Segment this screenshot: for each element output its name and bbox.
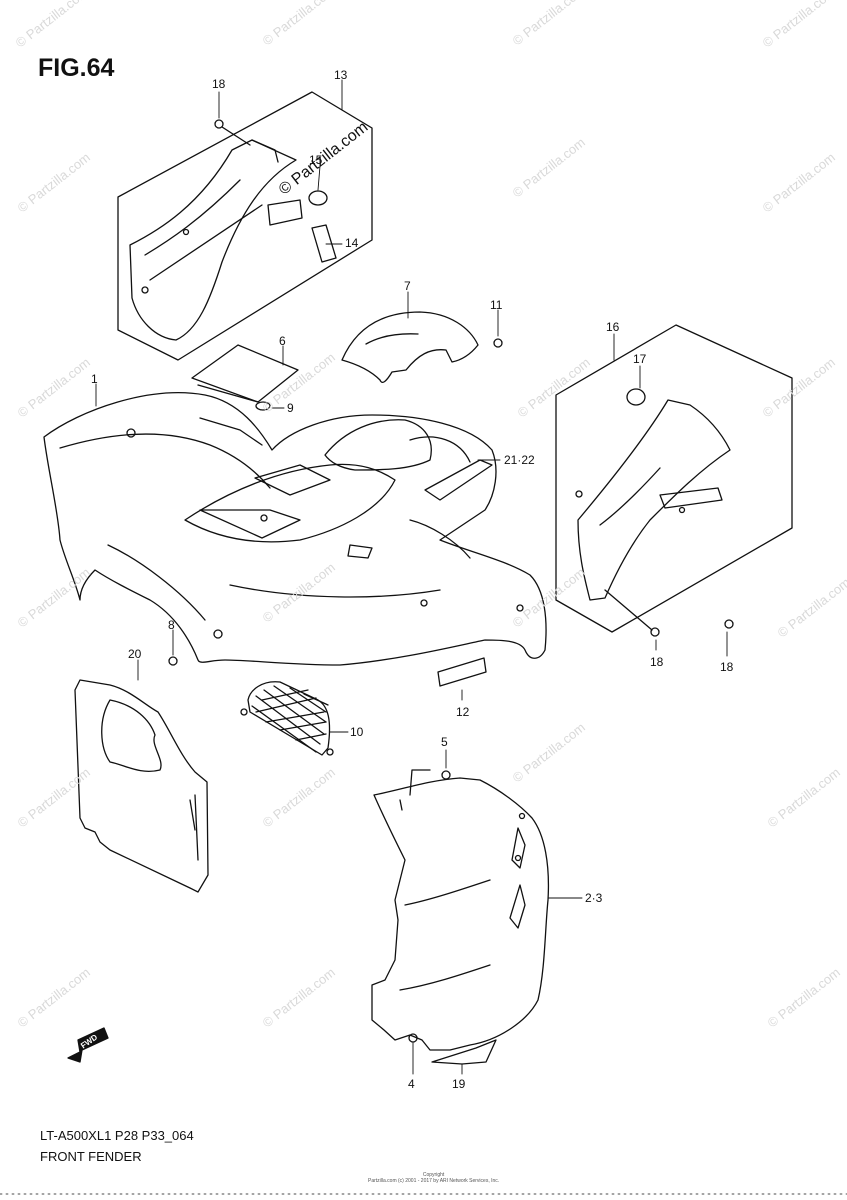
callout-4: 4 bbox=[408, 1077, 415, 1091]
part-9-nut bbox=[255, 401, 271, 411]
callout-15: 15 bbox=[309, 153, 323, 167]
figure-title: FIG.64 bbox=[38, 54, 115, 82]
callout-14: 14 bbox=[345, 236, 359, 250]
copyright-notice: Copyright Partzilla.com (c) 2001 - 2017 … bbox=[368, 1172, 499, 1184]
part-20-mud-guard bbox=[74, 679, 209, 893]
part-1-front-fender bbox=[43, 392, 547, 666]
callout-5: 5 bbox=[441, 735, 448, 749]
callout-20: 20 bbox=[128, 647, 142, 661]
part-16-side-cover-panel bbox=[555, 324, 793, 633]
part-12-reflector bbox=[437, 657, 487, 687]
callout-11: 11 bbox=[490, 298, 503, 312]
callout-13: 13 bbox=[334, 68, 348, 82]
part-4-bolt bbox=[408, 1033, 418, 1043]
part-18-bolt-right-a bbox=[604, 589, 660, 637]
part-13-side-cover-panel bbox=[117, 91, 373, 361]
callout-18: 18 bbox=[212, 77, 226, 91]
copyright-line-2: Partzilla.com (c) 2001 - 2017 by ARI Net… bbox=[368, 1178, 500, 1184]
callout-6: 6 bbox=[279, 334, 286, 348]
part-15-grommet bbox=[308, 190, 328, 206]
callout-21-22: 21·22 bbox=[504, 453, 535, 467]
part-7-meter-cover bbox=[341, 311, 479, 383]
callout-1: 1 bbox=[91, 372, 98, 386]
part-5-bolt bbox=[441, 770, 451, 780]
callout-2-3: 2·3 bbox=[585, 891, 603, 905]
callout-12: 12 bbox=[456, 705, 470, 719]
callout-8: 8 bbox=[168, 618, 175, 632]
copyright-line-1: Copyright bbox=[422, 1172, 445, 1178]
callout-16: 16 bbox=[606, 320, 620, 334]
part-17-grommet bbox=[626, 388, 646, 406]
part-18-bolt-right-b bbox=[724, 619, 734, 629]
part-8-bolt bbox=[168, 656, 178, 666]
part-19-trim bbox=[431, 1039, 497, 1065]
part-18-bolt-top bbox=[214, 119, 251, 146]
part-10-grille bbox=[240, 681, 334, 756]
callout-17: 17 bbox=[633, 352, 647, 366]
figure-caption: FRONT FENDER bbox=[40, 1149, 142, 1164]
callout-7: 7 bbox=[404, 279, 411, 293]
part-11-bolt bbox=[493, 338, 503, 348]
callout-18: 18 bbox=[720, 660, 734, 674]
callout-19: 19 bbox=[452, 1077, 466, 1091]
part-6-panel bbox=[191, 344, 299, 403]
callout-10: 10 bbox=[350, 725, 364, 739]
leader-lines bbox=[95, 79, 728, 1075]
part-2-3-inner-fender bbox=[371, 769, 550, 1051]
part-14-pad bbox=[311, 224, 337, 263]
callout-18: 18 bbox=[650, 655, 664, 669]
fwd-arrow-icon bbox=[67, 1027, 109, 1063]
callout-9: 9 bbox=[287, 401, 294, 415]
model-code: LT-A500XL1 P28 P33_064 bbox=[40, 1128, 194, 1143]
